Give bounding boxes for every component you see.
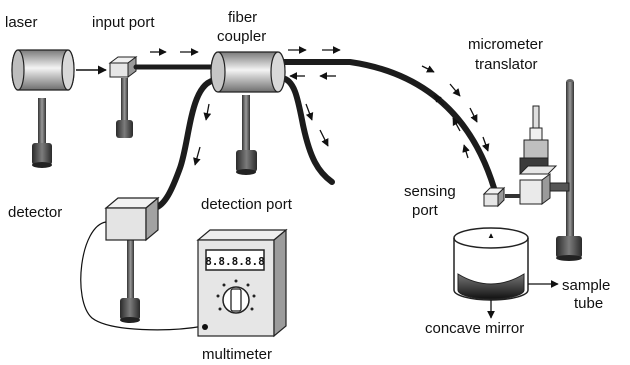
stand-rod (566, 82, 574, 242)
label-micrometer: micrometer (468, 36, 543, 53)
label-input-port: input port (92, 14, 155, 31)
multimeter-display-digits: 8.8.8.8.8 (205, 255, 265, 268)
input-port (108, 56, 138, 138)
label-port: port (412, 202, 439, 219)
sample-tube (453, 227, 529, 301)
fiber-coupler (210, 51, 286, 175)
label-tube: tube (574, 295, 603, 312)
label-detector: detector (8, 204, 62, 221)
input-port-post (121, 78, 128, 122)
micrometer-head (523, 139, 549, 159)
coupler-base (236, 150, 257, 172)
label-fiber: fiber (228, 9, 257, 26)
label-concave-mirror: concave mirror (425, 320, 524, 337)
stand-base (556, 236, 582, 258)
detector-fiber (152, 77, 219, 211)
translator-stage (519, 179, 543, 205)
concave-mirror (457, 273, 525, 300)
detector-box (105, 207, 147, 241)
multimeter: 8.8.8.8.8 (196, 228, 288, 338)
label-translator: translator (475, 56, 538, 73)
detector (104, 196, 160, 323)
detector-post (127, 240, 134, 300)
multimeter-input-jack (202, 324, 208, 330)
laser-base (32, 143, 52, 165)
multimeter-display (205, 249, 265, 271)
sensing-port (482, 186, 506, 208)
label-laser: laser (5, 14, 38, 31)
unused-fiber-end (279, 75, 335, 185)
label-coupler: coupler (217, 28, 266, 45)
label-sample: sample (562, 277, 610, 294)
multimeter-dial (216, 279, 256, 314)
propagation-arrows (150, 46, 490, 166)
label-multimeter: multimeter (202, 346, 272, 363)
laser-post (38, 98, 46, 144)
label-sensing: sensing (404, 183, 456, 200)
optical-fibers (133, 59, 497, 211)
sensing-fiber (279, 59, 497, 191)
input-port-block (109, 62, 129, 78)
labels: laser input port fiber coupler micromete… (5, 9, 610, 363)
laser (11, 49, 75, 168)
label-detection-port: detection port (201, 196, 293, 213)
micrometer-translator (505, 79, 582, 261)
input-port-base (116, 120, 133, 138)
detector-wire (80, 221, 205, 331)
detector-base (120, 298, 140, 320)
sensing-port-block (483, 193, 499, 207)
coupler-post (242, 95, 250, 153)
